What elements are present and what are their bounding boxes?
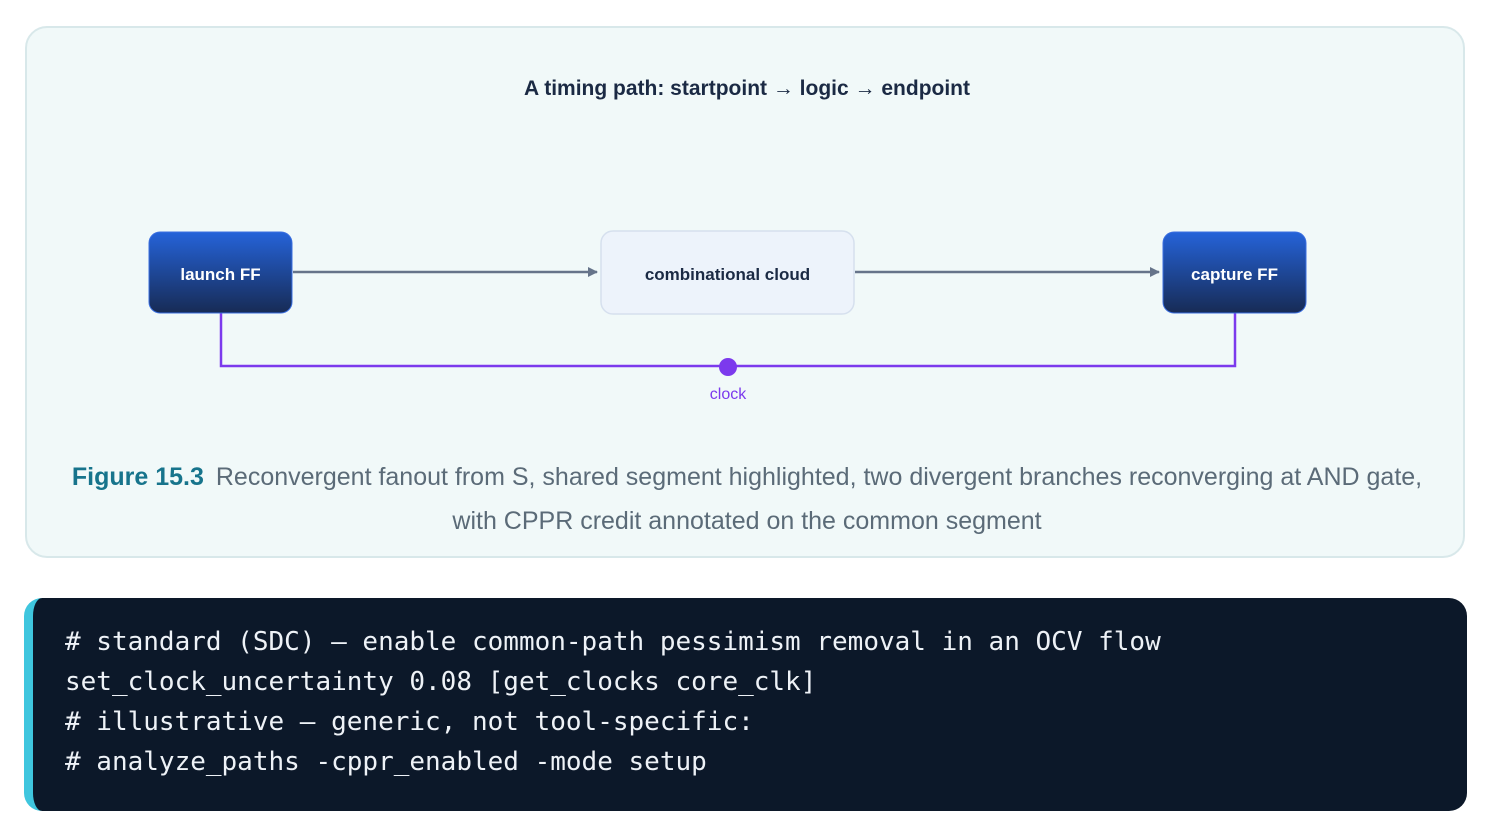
code-line: set_clock_uncertainty 0.08 [get_clocks c… bbox=[65, 667, 817, 697]
clock-label: clock bbox=[710, 386, 747, 403]
combinational-cloud-label: combinational cloud bbox=[645, 265, 810, 284]
launch-ff-label: launch FF bbox=[180, 265, 260, 284]
code-line: # illustrative — generic, not tool-speci… bbox=[65, 707, 754, 737]
figure-caption: Figure 15.3 Reconvergent fanout from S, s… bbox=[60, 455, 1434, 543]
timing-path-diagram: clock launch FF combinational cloud capt… bbox=[148, 230, 1307, 403]
diagram-title: A timing path: startpoint → logic → endp… bbox=[523, 77, 970, 100]
code-line: # analyze_paths -cppr_enabled -mode setu… bbox=[65, 747, 707, 777]
combinational-cloud-node: combinational cloud bbox=[600, 230, 855, 315]
code-block: # standard (SDC) — enable common-path pe… bbox=[24, 598, 1467, 811]
caption-text: Reconvergent fanout from S, shared segme… bbox=[215, 463, 1423, 535]
capture-ff-label: capture FF bbox=[1191, 265, 1278, 284]
launch-ff-node: launch FF bbox=[148, 231, 293, 314]
figure-number: Figure 15.3 bbox=[71, 463, 204, 491]
capture-ff-node: capture FF bbox=[1162, 231, 1307, 314]
code-line: # standard (SDC) — enable common-path pe… bbox=[65, 627, 1161, 657]
clock-source-dot bbox=[719, 358, 737, 376]
